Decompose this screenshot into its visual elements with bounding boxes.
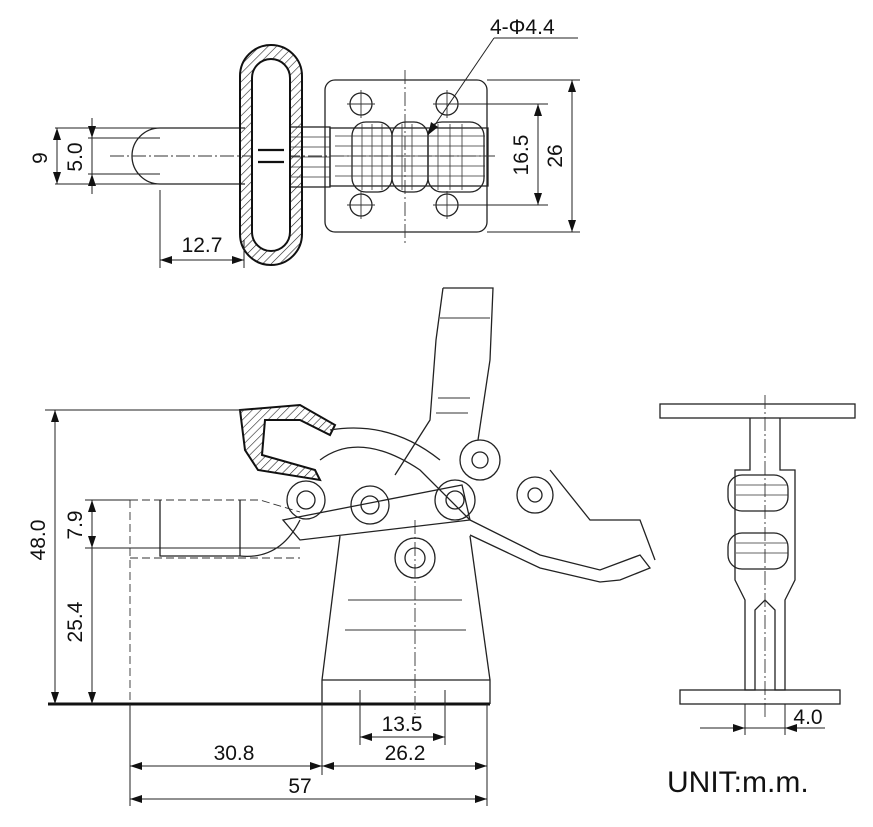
unit-label: UNIT:m.m. <box>667 766 809 799</box>
label-dim-26-2: 26.2 <box>385 742 426 765</box>
label-dim-4-0: 4.0 <box>793 706 822 729</box>
dim-4-0: 4.0 <box>700 704 825 735</box>
label-dim-48-0: 48.0 <box>27 520 50 561</box>
label-dim-25-4: 25.4 <box>64 601 87 642</box>
label-dim-9: 9 <box>29 152 52 164</box>
top-linkage <box>329 121 489 193</box>
label-dim-16-5: 16.5 <box>510 135 533 176</box>
pivot-5 <box>459 439 501 481</box>
label-dim-26: 26 <box>544 144 567 167</box>
pivot-6 <box>516 476 554 514</box>
dim-12-7: 12.7 <box>159 190 245 268</box>
label-holes: 4-Φ4.4 <box>490 16 555 39</box>
dim-48-0: 48.0 <box>27 409 245 704</box>
side-clamp-arm <box>129 499 301 704</box>
label-dim-13-5: 13.5 <box>382 713 423 736</box>
label-dim-7-9: 7.9 <box>64 510 87 539</box>
dim-30-8: 30.8 <box>129 704 322 806</box>
label-dim-30-8: 30.8 <box>214 742 255 765</box>
pivot-2 <box>350 485 390 525</box>
side-handle-lever <box>394 287 494 476</box>
label-dim-12-7: 12.7 <box>182 234 223 257</box>
end-view: 4.0 <box>659 395 856 735</box>
dim-9: 9 <box>29 127 160 185</box>
dim-13-5: 13.5 <box>359 690 446 745</box>
end-top-flange <box>659 403 856 419</box>
dim-57: 57 <box>130 775 487 803</box>
side-base-body <box>321 535 491 704</box>
dim-16-5: 16.5 <box>460 103 548 206</box>
dim-26-2: 26.2 <box>321 704 488 806</box>
holes-callout: 4-Φ4.4 <box>427 16 578 136</box>
end-bottom-flange <box>679 689 841 705</box>
pivot-3 <box>434 479 476 521</box>
label-dim-57: 57 <box>288 775 311 798</box>
side-handle-grip <box>238 403 337 482</box>
dim-25-4: 25.4 <box>64 548 96 704</box>
top-view: 9 5.0 12.7 16.5 <box>29 16 580 268</box>
side-view: 48.0 7.9 25.4 13.5 <box>27 287 656 806</box>
pivot-4 <box>394 537 436 579</box>
dim-26: 26 <box>487 79 580 233</box>
dim-7-9: 7.9 <box>64 499 300 549</box>
label-dim-5-0: 5.0 <box>64 142 87 171</box>
side-arm-nose <box>469 519 652 583</box>
pivot-1 <box>286 480 326 520</box>
dim-5-0: 5.0 <box>64 118 160 194</box>
